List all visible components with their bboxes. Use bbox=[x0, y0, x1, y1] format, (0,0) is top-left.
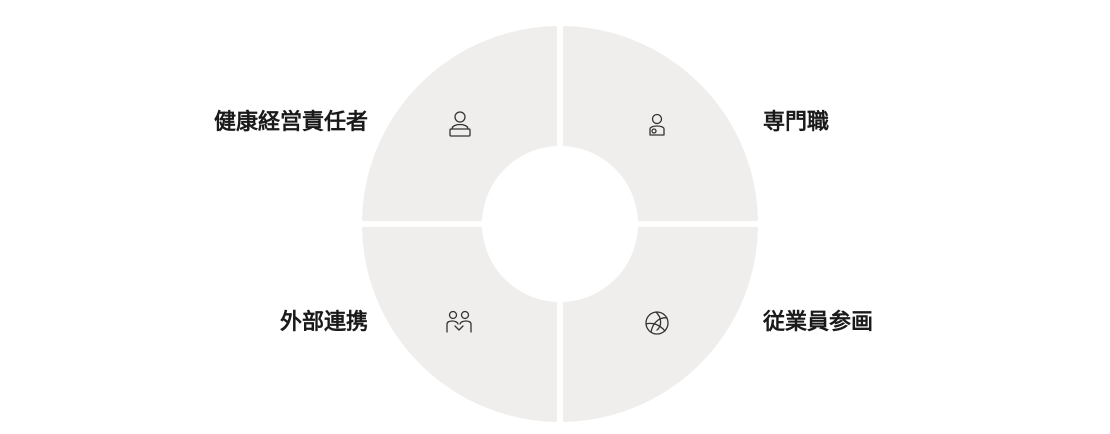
volleyball-icon bbox=[645, 311, 669, 335]
handshake-partners-icon bbox=[446, 310, 472, 333]
segment-external-collaboration bbox=[362, 227, 557, 422]
segment-health-management-officer bbox=[362, 26, 557, 221]
medical-professional-icon bbox=[649, 113, 665, 136]
person-at-desk-icon bbox=[449, 111, 471, 137]
label-employee-participation: 従業員参画 bbox=[763, 310, 874, 335]
label-health-management-officer: 健康経営責任者 bbox=[213, 110, 368, 135]
label-external-collaboration: 外部連携 bbox=[279, 310, 368, 335]
segment-professional bbox=[563, 26, 758, 221]
label-professional: 専門職 bbox=[763, 110, 830, 135]
